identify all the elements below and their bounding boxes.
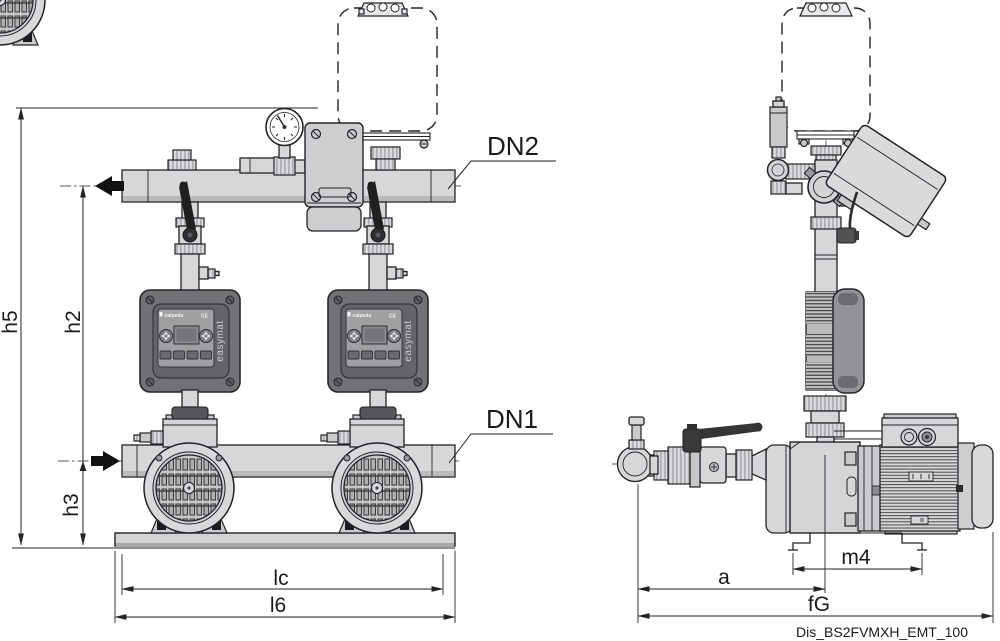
control-box-side	[825, 124, 947, 238]
manifold-plug	[167, 149, 197, 171]
svg-text:m4: m4	[841, 546, 870, 569]
motor-side	[879, 413, 994, 535]
pump-controller: calpeda CE easymat	[139, 289, 241, 393]
valve-handle	[179, 181, 196, 235]
dimension-lc: lc	[121, 554, 444, 595]
front-view: calpeda CE easymat DN2	[0, 0, 556, 623]
drain-port	[198, 266, 209, 280]
svg-text:fG: fG	[808, 593, 830, 616]
valve-handle	[699, 423, 761, 439]
expansion-vessel-side	[781, 2, 871, 164]
svg-text:DN2: DN2	[487, 131, 539, 161]
riser-ball-valve	[174, 181, 220, 293]
side-view: m4 a fG Dis_BS2FVMXH_EMT_100	[612, 2, 994, 640]
suction-line-side	[616, 416, 767, 488]
cable-gland	[150, 430, 164, 445]
function-button	[159, 350, 172, 360]
dimension-h2: h2	[62, 185, 86, 546]
base-plate	[114, 532, 456, 549]
svg-text:l6: l6	[270, 594, 286, 617]
function-button	[186, 350, 199, 360]
controller-pump-connection	[171, 389, 397, 420]
cable-connector	[836, 227, 857, 244]
controller-model: easymat	[215, 320, 226, 361]
expansion-vessel	[337, 2, 438, 171]
ce-mark: CE	[201, 314, 209, 320]
svg-text:h5: h5	[0, 310, 22, 333]
pressure-gauge	[265, 107, 304, 147]
discharge-pipe-side	[803, 159, 852, 295]
cable-gland	[900, 428, 918, 446]
dimension-fg: fG	[637, 532, 994, 623]
svg-text:a: a	[718, 566, 730, 589]
brand-logo	[159, 312, 163, 317]
pressure-gauge-assembly	[239, 107, 306, 176]
dimension-l6: l6	[114, 551, 456, 623]
function-button	[200, 350, 212, 360]
vessel-connection-nut	[370, 146, 401, 160]
outlet-flow-arrow	[95, 176, 124, 196]
nameplate	[910, 515, 929, 525]
inlet-flow-arrow	[91, 451, 120, 471]
valve-handle-pivot	[682, 428, 702, 453]
right-arrow-button	[199, 329, 213, 343]
pump-body-side	[765, 441, 883, 534]
svg-text:lc: lc	[273, 567, 288, 590]
svg-text:h2: h2	[62, 310, 85, 333]
dimension-h3: h3	[60, 461, 87, 517]
label-dn1: DN1	[448, 404, 553, 464]
controller-brand: calpeda	[165, 313, 184, 319]
label-dn2: DN2	[447, 131, 556, 190]
svg-text:h3: h3	[60, 493, 83, 516]
drawing-code: Dis_BS2FVMXH_EMT_100	[796, 624, 968, 640]
dimension-m4: m4	[792, 546, 923, 575]
dimension-h5: h5	[0, 107, 24, 546]
pump-motor-front	[0, 0, 46, 46]
pump-top-casing	[133, 414, 218, 448]
dimension-a: a	[637, 484, 826, 623]
pressure-switch-box	[304, 122, 364, 232]
controller-side-heatsink	[805, 288, 865, 394]
function-button	[173, 350, 185, 360]
left-arrow-button	[159, 329, 173, 343]
svg-text:DN1: DN1	[486, 404, 538, 434]
